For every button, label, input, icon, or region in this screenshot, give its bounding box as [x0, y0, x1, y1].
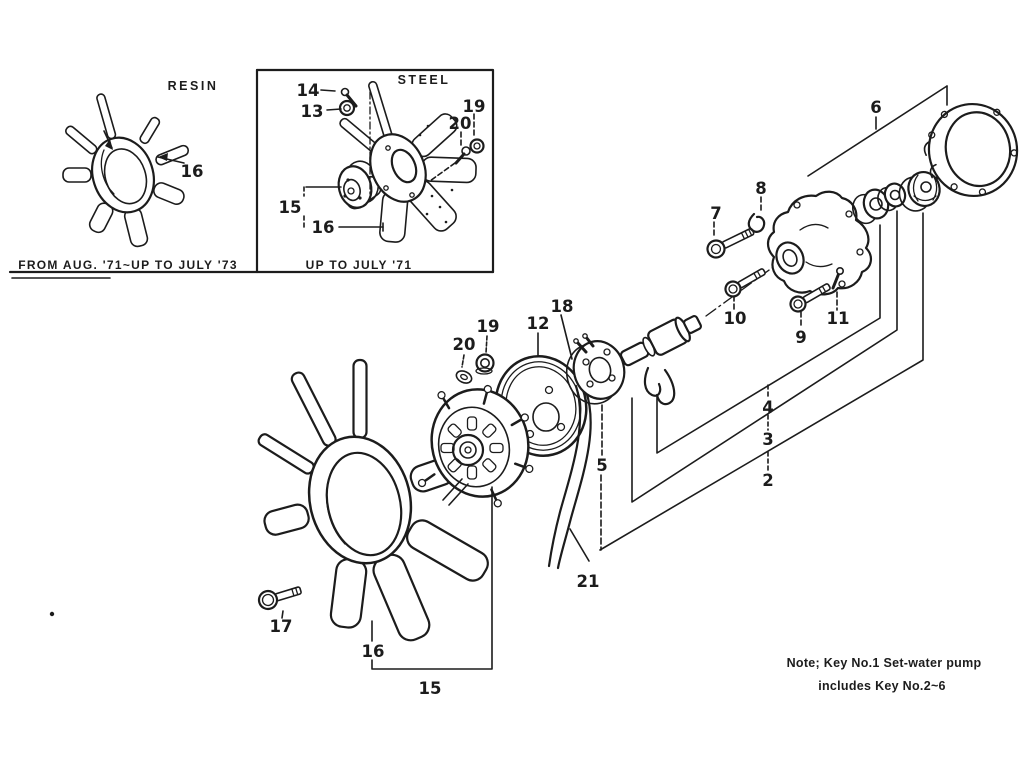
callout-20: 20 [453, 335, 476, 354]
callout-10: 10 [724, 309, 747, 328]
inset-bolt-14 [340, 87, 358, 108]
callout-8: 8 [755, 179, 766, 198]
gasket [923, 102, 1019, 198]
stud-11 [831, 266, 844, 290]
callout-11: 11 [827, 309, 850, 328]
bolt-9 [789, 283, 831, 313]
pulley-flange [565, 333, 626, 405]
callout-insetright-14: 14 [297, 81, 320, 100]
callout-12: 12 [527, 314, 550, 333]
note-block: Note; Key No.1 Set-water pump includes K… [787, 656, 982, 693]
note-line-2: includes Key No.2~6 [818, 679, 946, 693]
callout-insetright-16: 16 [312, 218, 335, 237]
clutch-studs [417, 384, 534, 508]
clip-8 [747, 212, 766, 233]
callout-3: 3 [762, 430, 773, 449]
callout-6: 6 [870, 98, 881, 117]
callout-5: 5 [596, 456, 607, 475]
callout-19: 19 [477, 317, 500, 336]
callout-insetright-20: 20 [449, 114, 472, 133]
bolt-10 [724, 268, 766, 298]
inset-leader-lines [303, 89, 475, 232]
callout-insetright-13: 13 [301, 102, 324, 121]
callout-15: 15 [419, 679, 442, 698]
fan-belt [547, 384, 592, 570]
inset-resin-fan [62, 93, 190, 248]
spring-clip [643, 366, 676, 406]
inset-panel-frame [8, 68, 495, 279]
callout-7: 7 [710, 204, 721, 223]
callout-18: 18 [551, 297, 574, 316]
caption-resin-dates: FROM AUG. '71~UP TO JULY '73 [18, 258, 238, 272]
main-fan [257, 358, 489, 642]
fan-clutch [417, 384, 534, 508]
water-pump-body [766, 190, 872, 296]
callout-21: 21 [577, 572, 600, 591]
pointer-arrow-top [103, 130, 113, 150]
main-leader-lines [281, 196, 838, 670]
callout-17: 17 [270, 617, 293, 636]
caption-steel-dates: UP TO JULY '71 [306, 258, 413, 272]
bolt-17 [257, 586, 302, 611]
callout-insetleft-16: 16 [181, 162, 204, 181]
washer-20 [455, 370, 473, 384]
callout-insetright-19: 19 [463, 97, 486, 116]
inset-nut-13 [338, 99, 356, 117]
callout-4: 4 [762, 398, 773, 417]
note-line-1: Note; Key No.1 Set-water pump [787, 656, 982, 670]
callout-16: 16 [362, 642, 385, 661]
callout-2: 2 [762, 471, 773, 490]
pointer-arrow-16 [157, 153, 185, 164]
inset-screw-20 [454, 146, 471, 165]
ink-speck [49, 611, 55, 617]
callout-bracket-lines [599, 85, 948, 551]
callout-insetright-15: 15 [279, 198, 302, 217]
inset-washer-19 [469, 138, 485, 154]
callout-9: 9 [795, 328, 806, 347]
material-label-steel: STEEL [398, 73, 451, 87]
bolt-7 [706, 227, 755, 259]
inset-steel-fan [337, 80, 485, 243]
material-label-resin: RESIN [168, 79, 219, 93]
spindle-shaft [619, 314, 702, 367]
nut-19 [475, 353, 495, 375]
